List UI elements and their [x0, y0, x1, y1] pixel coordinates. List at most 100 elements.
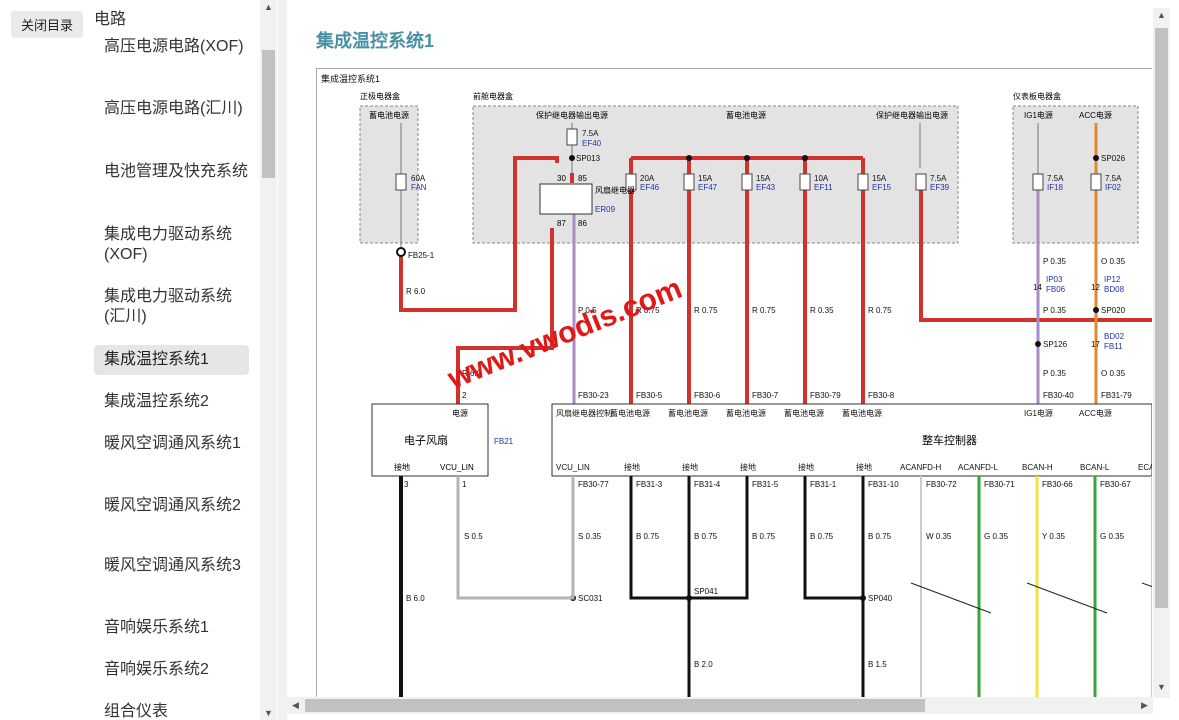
vcu-bottom-label-10: ECA: [1138, 463, 1152, 472]
toc-item-hvac-1[interactable]: 暖风空调通风系统1: [104, 435, 241, 452]
diagram-frame-title: 集成温控系统1: [321, 73, 380, 84]
relay-output-label-1: 保护继电器输出电源: [536, 110, 608, 120]
wire-label-b15: B 1.5: [868, 660, 887, 669]
fan-code: FB21: [494, 437, 514, 446]
vcu-bpin-fb31-4: FB31-4: [694, 480, 721, 489]
splice-sp020: SP020: [1101, 306, 1126, 315]
vcu-pin-fb30-7: FB30-7: [752, 391, 779, 400]
engine-box-label: 前舱电器盒: [473, 91, 513, 101]
vcu-top-label-6: IG1电源: [1024, 408, 1053, 418]
vcu-pin-fb30-8: FB30-8: [868, 391, 895, 400]
vcu-top-label-2: 蓄电池电源: [668, 408, 708, 418]
panel-divider[interactable]: [278, 0, 287, 720]
vcu-bottom-label-5: 接地: [856, 462, 872, 472]
vcu-top-label-4: 蓄电池电源: [784, 408, 824, 418]
fuse-amp-if18: 7.5A: [1047, 174, 1064, 183]
scroll-up-icon[interactable]: ▲: [264, 2, 273, 12]
fuse-code-ef43: EF43: [756, 183, 776, 192]
vcu-name: 整车控制器: [922, 433, 977, 447]
toc-item-bms[interactable]: 电池管理及快充系统: [104, 163, 249, 180]
vcu-pin-fb30-6: FB30-6: [694, 391, 721, 400]
wire-label-p035-3: P 0.35: [1043, 369, 1067, 378]
engine-electric-box: [472, 105, 959, 244]
scroll-up-icon[interactable]: ▲: [1157, 10, 1166, 20]
connector-bd02: BD02: [1104, 332, 1125, 341]
wire-label-w035: W 0.35: [926, 532, 952, 541]
diagram-horizontal-scrollbar[interactable]: ◀ ▶: [287, 697, 1153, 714]
scroll-down-icon[interactable]: ▼: [264, 708, 273, 718]
wire-label-b075-4: B 0.75: [810, 532, 834, 541]
wire-label-r075-2: R 0.75: [694, 306, 718, 315]
pin-14: 14: [1033, 283, 1042, 292]
toc-item-audio-2[interactable]: 音响娱乐系统2: [104, 661, 209, 678]
fuse-code-ef47: EF47: [698, 183, 718, 192]
fuse-amp-ef47: 15A: [698, 174, 713, 183]
fan-relay-label: 风扇继电器: [595, 185, 635, 195]
diagram-hscroll-thumb[interactable]: [305, 699, 925, 712]
splice-sc031: SC031: [578, 594, 603, 603]
fuse-amp-ef40: 7.5A: [582, 129, 599, 138]
fan-vcu-label: VCU_LIN: [440, 463, 474, 472]
wire-label-r075-4: R 0.75: [868, 306, 892, 315]
toc-item-hv-hc[interactable]: 高压电源电路(汇川): [104, 100, 243, 117]
content-area: 集成温控系统1 集成温控系统1 正极电器盒 前舱电器盒 仪表板电器盒 蓄电池电源…: [287, 0, 1179, 720]
vcu-component: [551, 403, 1152, 477]
diagram-vscroll-thumb[interactable]: [1155, 28, 1168, 608]
fuse-amp-ef11: 10A: [814, 174, 829, 183]
toc-item-cluster[interactable]: 组合仪表: [104, 703, 169, 720]
toc-category-label: 电路: [94, 11, 127, 28]
toc-scroll-thumb[interactable]: [262, 50, 275, 178]
wire-label-b075-2: B 0.75: [694, 532, 718, 541]
toc-item-hv-xof[interactable]: 高压电源电路(XOF): [104, 38, 244, 55]
toc-item-hvac-3[interactable]: 暖风空调通风系统3: [104, 557, 241, 574]
wire-label-b60: B 6.0: [406, 594, 425, 603]
toc-item-audio-1[interactable]: 音响娱乐系统1: [104, 619, 209, 636]
wire-label-r035: R 0.35: [810, 306, 834, 315]
vcu-top-label-0: 风扇继电器控制: [556, 408, 612, 418]
vcu-bottom-label-3: 接地: [740, 462, 756, 472]
toc-item-thermal-1[interactable]: 集成温控系统1: [94, 345, 249, 375]
connector-fb25-1: [396, 247, 406, 257]
vcu-bottom-label-8: BCAN-H: [1022, 463, 1053, 472]
wire-label-g035-1: G 0.35: [984, 532, 1009, 541]
close-toc-button[interactable]: 关闭目录: [11, 11, 83, 38]
fan-relay-code: ER09: [595, 205, 616, 214]
dash-electric-box: [1012, 105, 1139, 244]
fuse-amp-fan: 60A: [411, 174, 426, 183]
fuse-code-ef46: EF46: [640, 183, 660, 192]
vcu-bottom-label-9: BCAN-L: [1080, 463, 1110, 472]
toc-scrollbar[interactable]: ▲ ▼: [260, 0, 277, 720]
toc-item-edrive-xof[interactable]: 集成电力驱动系统(XOF): [104, 226, 233, 263]
scroll-down-icon[interactable]: ▼: [1157, 682, 1166, 692]
connector-ip03: IP03: [1046, 275, 1063, 284]
fuse-amp-ef43: 15A: [756, 174, 771, 183]
pin-12: 12: [1091, 283, 1100, 292]
toc-item-hvac-2[interactable]: 暖风空调通风系统2: [104, 497, 241, 514]
vcu-bpin-fb30-72: FB30-72: [926, 480, 957, 489]
wire-label-b20: B 2.0: [694, 660, 713, 669]
vcu-bpin-fb31-3: FB31-3: [636, 480, 663, 489]
fuse-amp-ef15: 15A: [872, 174, 887, 183]
splice-sp013: SP013: [576, 154, 601, 163]
vcu-bpin-fb30-77: FB30-77: [578, 480, 609, 489]
vcu-top-label-7: ACC电源: [1079, 408, 1112, 418]
wiring-diagram: 集成温控系统1 正极电器盒 前舱电器盒 仪表板电器盒 蓄电池电源 保护继电器输出…: [316, 68, 1152, 700]
toc-panel: 关闭目录 电路 高压电源电路(XOF) 高压电源电路(汇川) 电池管理及快充系统…: [0, 0, 278, 720]
vcu-bottom-label-6: ACANFD-H: [900, 463, 942, 472]
splice-sp041: SP041: [694, 587, 719, 596]
scroll-right-icon[interactable]: ▶: [1141, 700, 1148, 710]
front-box-label: 正极电器盒: [360, 91, 400, 101]
scroll-left-icon[interactable]: ◀: [292, 700, 299, 710]
wire-label-p035-1: P 0.35: [1043, 257, 1067, 266]
wire-label-o035-1: O 0.35: [1101, 257, 1126, 266]
diagram-vertical-scrollbar[interactable]: ▲ ▼: [1153, 8, 1170, 698]
fuse-amp-if02: 7.5A: [1105, 174, 1122, 183]
fuse-code-if02: IF02: [1105, 183, 1122, 192]
fan-power-label: 电源: [452, 408, 468, 418]
wire-red-fan-relay: [399, 156, 559, 312]
toc-item-thermal-2[interactable]: 集成温控系统2: [104, 393, 209, 410]
ig1-power-label: IG1电源: [1024, 110, 1053, 120]
wire-label-r075-1: R 0.75: [636, 306, 660, 315]
toc-item-edrive-hc[interactable]: 集成电力驱动系统(汇川): [104, 288, 233, 325]
connector-fb11: FB11: [1104, 342, 1123, 351]
